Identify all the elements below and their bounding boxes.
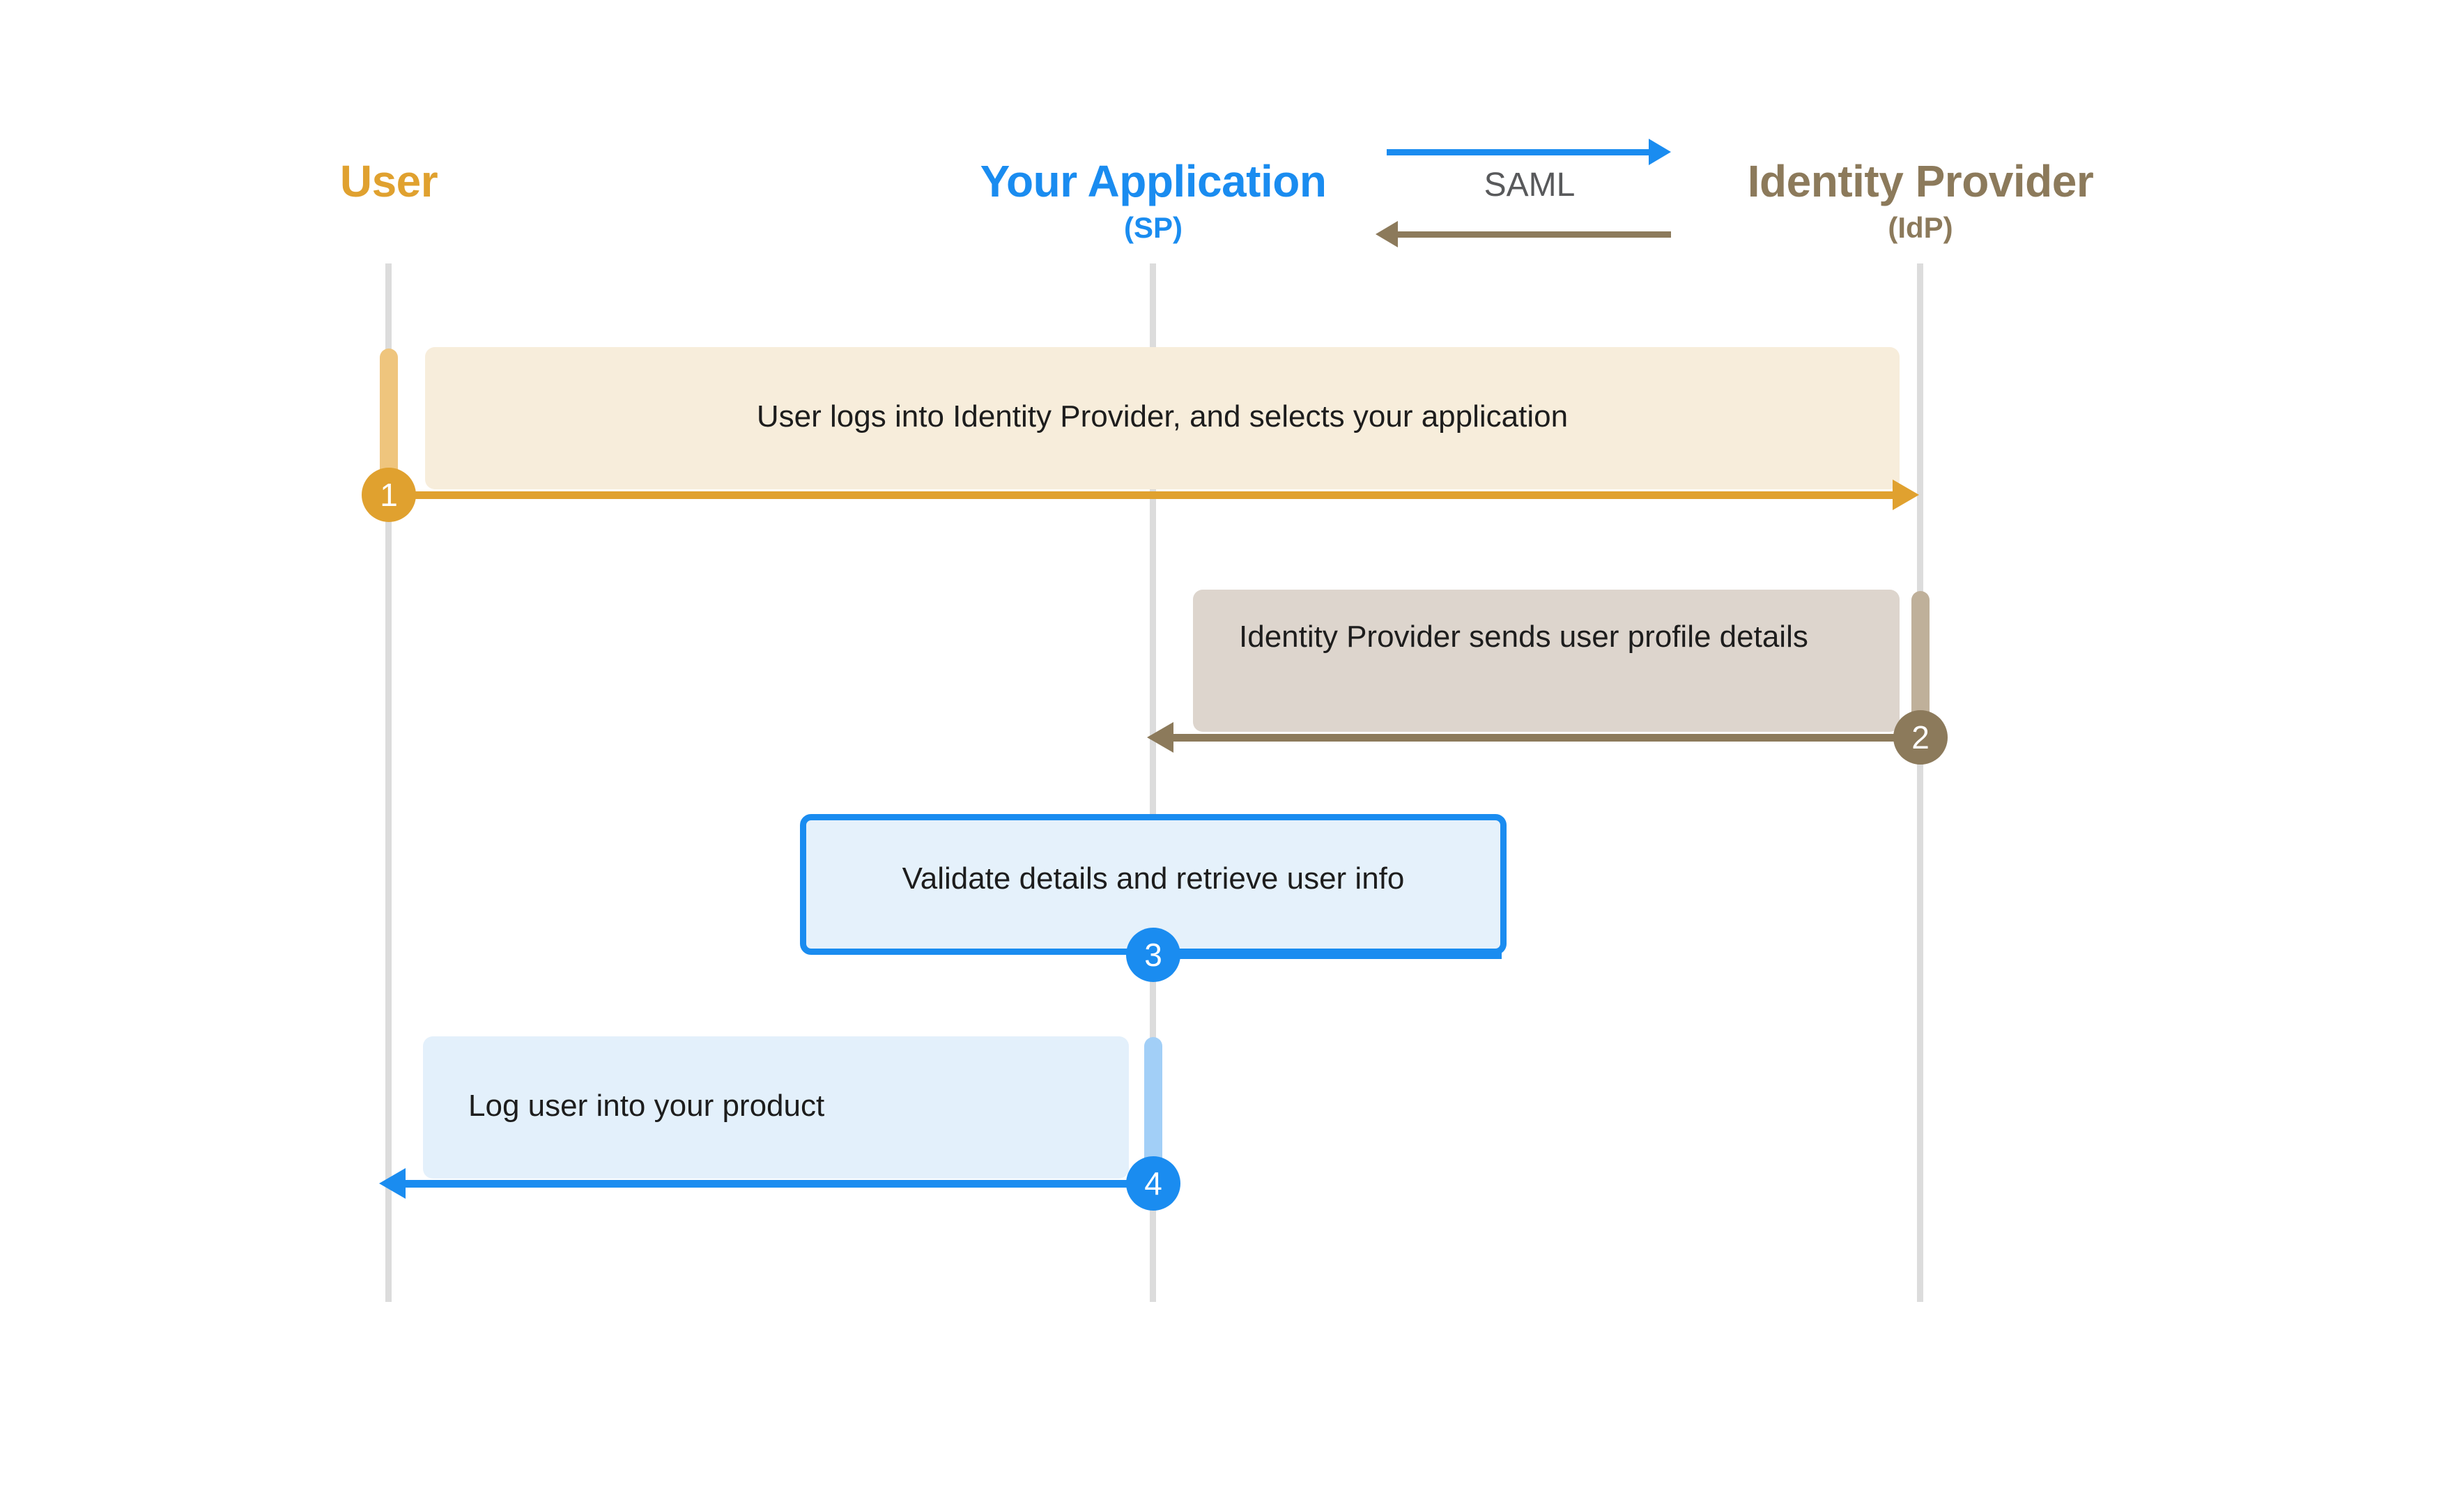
actor-header-user: User (180, 159, 598, 204)
actor-name-your-application: Your Application (980, 156, 1327, 206)
saml-protocol-label: SAML (1484, 167, 1576, 204)
saml-protocol-marker: SAML (1376, 131, 1672, 247)
saml-request-arrow-icon (1387, 139, 1671, 165)
lifeline-identity-provider (1917, 263, 1923, 1302)
lifeline-your-application (1150, 263, 1156, 1302)
message-band-step-2 (1193, 590, 1900, 732)
actor-subtitle-idp: (IdP) (1888, 211, 1953, 244)
message-label-step-3: Validate details and retrieve user info (902, 861, 1405, 896)
saml-response-arrow-icon (1376, 221, 1671, 247)
activation-bar-identity-provider (1911, 591, 1930, 730)
actor-subtitle-sp: (SP) (1124, 211, 1183, 244)
step-badge-1: 1 (362, 468, 416, 522)
message-label-step-2: Identity Provider sends user profile det… (1239, 620, 1808, 654)
actor-name-user: User (339, 156, 438, 206)
activation-bar-user (380, 348, 398, 488)
step-badge-3: 3 (1126, 928, 1180, 982)
message-arrow-step-2 (1147, 722, 1920, 753)
message-band-step-1 (425, 347, 1900, 489)
actor-header-your-application: Your Application (SP) (735, 159, 1571, 243)
message-arrow-step-1 (389, 480, 1919, 510)
message-label-step-1: User logs into Identity Provider, and se… (756, 399, 1569, 434)
step-badge-2: 2 (1893, 710, 1948, 765)
actor-header-identity-provider: Identity Provider (IdP) (1502, 159, 2339, 243)
step-badge-4: 4 (1126, 1156, 1180, 1211)
message-band-step-4 (423, 1036, 1129, 1179)
message-label-step-4: Log user into your product (468, 1089, 825, 1123)
activation-bar-your-application (1144, 1037, 1162, 1176)
lifeline-user (385, 263, 392, 1302)
message-arrow-step-4 (379, 1168, 1153, 1199)
actor-name-identity-provider: Identity Provider (1747, 156, 2094, 206)
